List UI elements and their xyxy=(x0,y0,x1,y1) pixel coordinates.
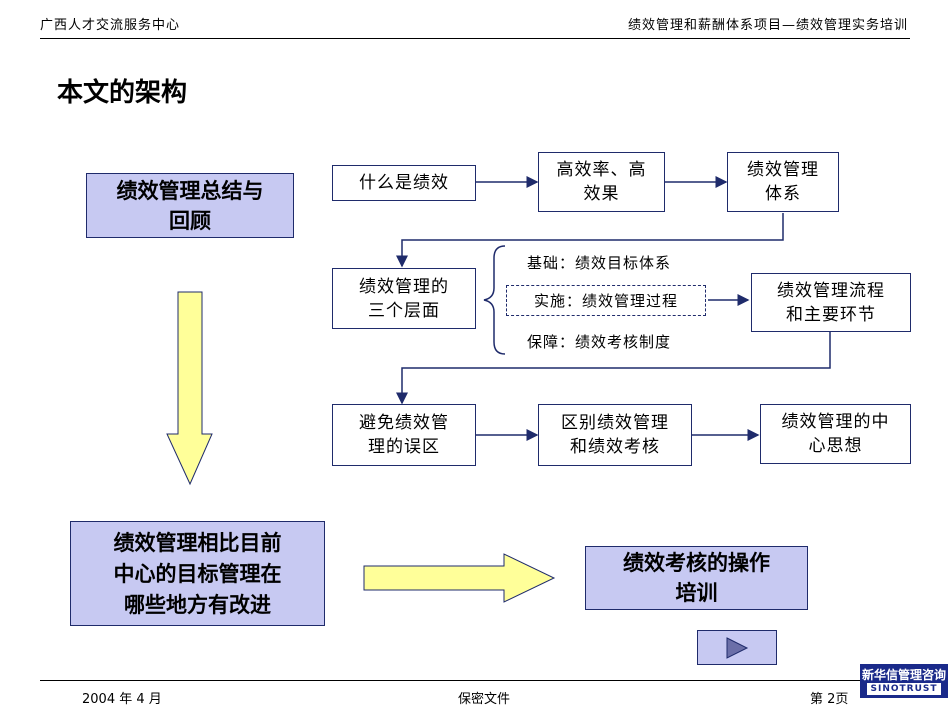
three-levels-box: 绩效管理的 三个层面 xyxy=(332,268,476,329)
page-title: 本文的架构 xyxy=(57,78,188,108)
footer-date: 2004 年 4 月 xyxy=(82,692,162,707)
training-box: 绩效考核的操作 培训 xyxy=(585,546,808,610)
process-box: 绩效管理流程 和主要环节 xyxy=(751,273,911,332)
footer-rule xyxy=(40,680,860,681)
arrow-3 xyxy=(396,213,784,268)
footer-page: 第 2页 xyxy=(810,692,849,707)
header-rule xyxy=(40,38,910,39)
brace xyxy=(483,245,506,355)
play-icon xyxy=(726,636,749,659)
management-system-box: 绩效管理 体系 xyxy=(727,152,839,212)
distinguish-box: 区别绩效管理 和绩效考核 xyxy=(538,404,692,466)
down-arrow-icon xyxy=(166,291,213,486)
arrow-5 xyxy=(396,332,831,405)
avoid-pitfalls-box: 避免绩效管 理的误区 xyxy=(332,404,476,466)
right-arrow-icon xyxy=(363,553,556,603)
foundation-label: 基础：绩效目标体系 xyxy=(527,254,672,272)
header-right: 绩效管理和薪酬体系项目—绩效管理实务培训 xyxy=(627,18,908,33)
sinotrust-logo: 新华信管理咨询 SINOTRUST xyxy=(860,664,948,698)
high-efficiency-box: 高效率、高 效果 xyxy=(538,152,665,212)
improve-box: 绩效管理相比目前 中心的目标管理在 哪些地方有改进 xyxy=(70,521,325,626)
next-slide-button[interactable] xyxy=(697,630,777,665)
footer-confidential: 保密文件 xyxy=(458,692,511,707)
core-idea-box: 绩效管理的中 心思想 xyxy=(760,404,911,464)
header-left: 广西人才交流服务中心 xyxy=(40,18,181,33)
review-box: 绩效管理总结与 回顾 xyxy=(86,173,294,238)
implement-label: 实施：绩效管理过程 xyxy=(506,285,706,316)
guarantee-label: 保障：绩效考核制度 xyxy=(527,333,672,351)
what-is-performance-box: 什么是绩效 xyxy=(332,165,476,201)
